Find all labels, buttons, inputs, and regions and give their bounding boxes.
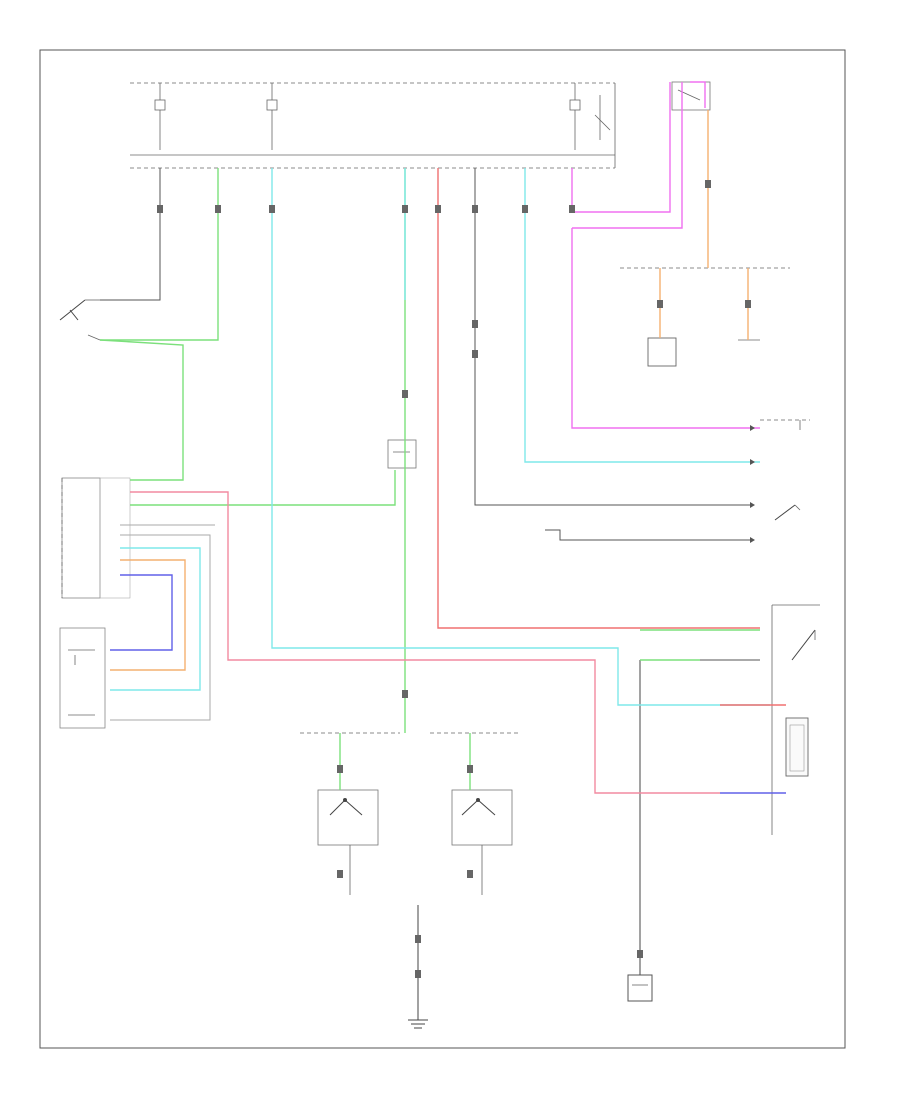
wire-gray xyxy=(110,524,215,721)
gear-position-switch xyxy=(59,627,106,729)
relay-center xyxy=(387,439,417,469)
wire-red xyxy=(437,168,786,706)
fuse-box-top xyxy=(130,82,616,169)
wire-blue xyxy=(110,574,786,794)
ground-bottom-center xyxy=(408,905,428,1029)
diagram-frame xyxy=(39,49,846,1049)
wire-green xyxy=(99,168,760,790)
ecm-pcm xyxy=(61,477,131,599)
transmission-range-switch-a xyxy=(300,732,400,846)
wire-black xyxy=(100,168,760,661)
wire-pink xyxy=(130,491,720,794)
wire-cyan xyxy=(110,168,770,706)
shift-lock-solenoid xyxy=(771,604,820,835)
lamp-left xyxy=(647,337,677,367)
wire-magenta xyxy=(571,81,760,429)
transmission-range-switch-b xyxy=(430,732,520,846)
brake-pedal-position-switch xyxy=(59,299,101,341)
connector-marks xyxy=(157,180,751,978)
park-pin-switch xyxy=(760,419,810,521)
connector-arrows xyxy=(750,425,755,543)
switch-stubs xyxy=(349,845,483,895)
ground-bottom-right xyxy=(627,660,653,1002)
wire-orange xyxy=(110,110,749,671)
